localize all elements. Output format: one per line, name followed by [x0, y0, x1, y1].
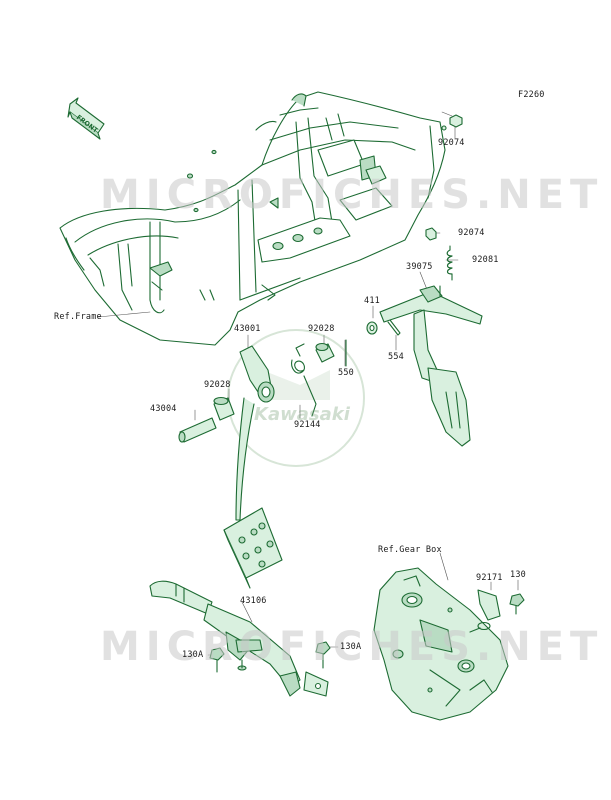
label-92074-mid: 92074 — [458, 228, 485, 238]
label-43004: 43004 — [150, 404, 177, 414]
label-ref-frame: Ref.Frame — [54, 312, 102, 322]
diagram-code: F2260 — [518, 90, 545, 100]
gear-box — [373, 567, 509, 721]
spring-92081 — [446, 245, 453, 281]
label-92144: 92144 — [294, 420, 321, 430]
label-554: 554 — [388, 352, 404, 362]
spring-92144 — [291, 343, 317, 417]
label-550: 550 — [338, 368, 354, 378]
label-92074-top: 92074 — [438, 138, 465, 148]
watermark-top: MICROFICHES.NET — [100, 172, 604, 218]
parking-lever-43106 — [149, 580, 329, 697]
seal-text: Kawasaki — [254, 404, 350, 425]
front-arrow-icon: FRONT — [67, 97, 105, 140]
label-43106: 43106 — [240, 596, 267, 606]
label-ref-gear-box: Ref.Gear Box — [378, 545, 442, 555]
bracket-92171 — [469, 589, 501, 633]
bolt-130a-right — [315, 641, 331, 669]
bolt-130a-left — [209, 647, 225, 673]
watermark-bottom: MICROFICHES.NET — [100, 624, 604, 670]
label-411: 411 — [364, 296, 380, 306]
bushing-92028-left — [213, 396, 235, 421]
clip-92074-top — [449, 114, 463, 128]
label-92028-right: 92028 — [308, 324, 335, 334]
frame-assembly — [59, 91, 447, 346]
bolt-130 — [509, 593, 525, 615]
washer-411 — [366, 321, 378, 335]
clip-92074-mid — [425, 227, 437, 241]
label-130a-right: 130A — [340, 642, 362, 652]
brake-pedal-43001 — [223, 345, 283, 589]
label-92171: 92171 — [476, 573, 503, 583]
label-39075: 39075 — [406, 262, 433, 272]
cotter-pin-554 — [387, 319, 401, 336]
label-92081: 92081 — [472, 255, 499, 265]
arm-39075 — [379, 285, 483, 447]
bushing-92028-right — [315, 342, 335, 363]
label-130a-left: 130A — [182, 650, 204, 660]
label-43001: 43001 — [234, 324, 261, 334]
shaft-43004 — [178, 417, 217, 443]
label-92028-left: 92028 — [204, 380, 231, 390]
label-130: 130 — [510, 570, 526, 580]
